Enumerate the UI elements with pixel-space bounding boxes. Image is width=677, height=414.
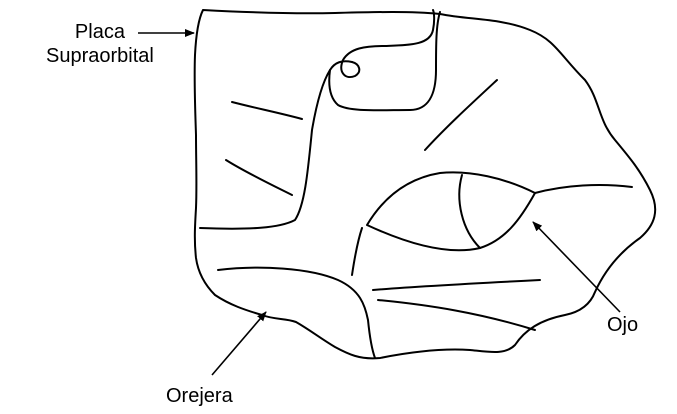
incision-2 [226,160,292,195]
supraorbital-scroll [341,10,434,77]
label-placa-supraorbital: Placa Supraorbital [46,20,154,68]
incision-1 [232,102,302,119]
arrow-orejera [212,312,266,375]
eye-pupil-line [459,175,480,248]
label-placa-line1: Placa [46,20,154,44]
eye-extension [535,185,632,193]
eye-outline [367,172,535,250]
label-orejera: Orejera [166,384,233,408]
label-ojo: Ojo [607,313,638,337]
arrow-ojo [533,222,620,312]
label-placa-line2: Supraorbital [46,44,154,68]
cheek-line-1 [352,228,362,275]
cheek-line-2 [373,280,540,290]
lower-band [218,268,375,358]
incision-3 [425,80,497,150]
cheek-line-3 [378,300,535,330]
